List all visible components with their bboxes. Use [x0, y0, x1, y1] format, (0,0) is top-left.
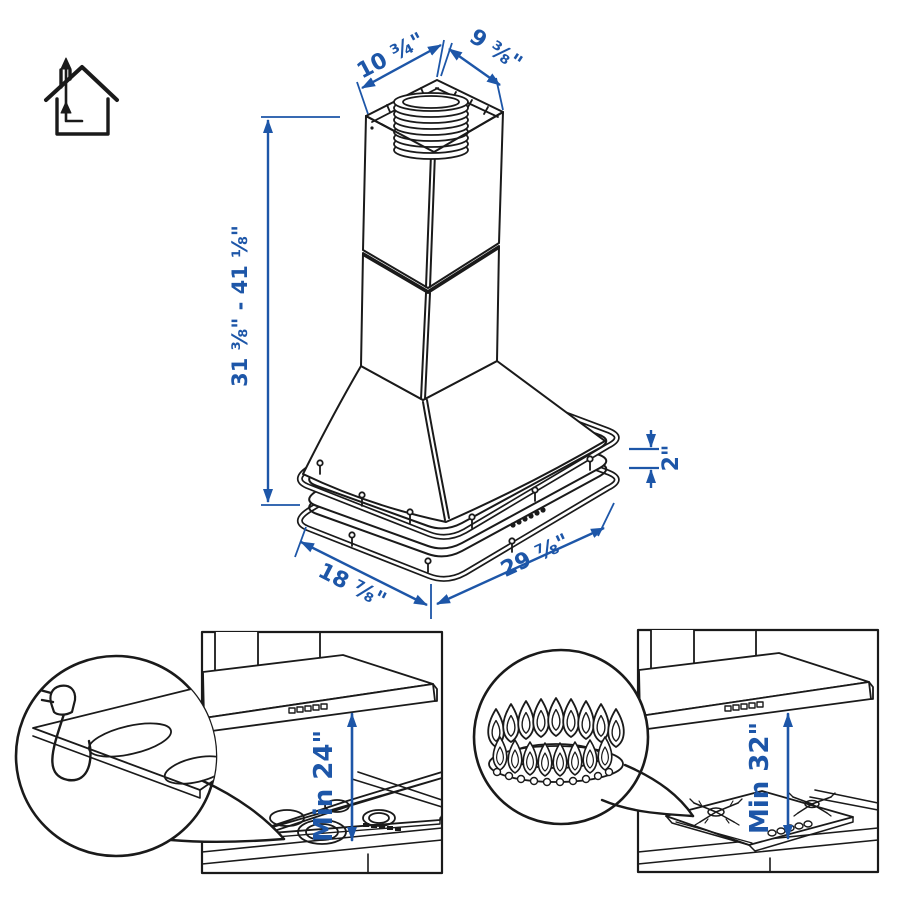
cooktop-controls [363, 823, 401, 831]
electric-clearance-panel: Min 24" [14, 630, 444, 875]
range-hood-isometric-drawing [297, 79, 620, 582]
scene-hood-gas [638, 629, 874, 731]
dim-top-depth [440, 42, 504, 111]
magnifier-gas [472, 648, 695, 826]
dim-base-width [436, 502, 615, 606]
hood-control-buttons [510, 507, 546, 528]
gas-clearance-panel: Min 32" [472, 628, 880, 874]
dim-top-width [356, 39, 445, 115]
dim-label-top-width: 10 ¾" [353, 28, 429, 84]
clearance-gas: Min 32" [745, 712, 793, 840]
gas-burner-flames-detail [487, 697, 625, 787]
dim-label-base-width: 29 ⅞" [497, 529, 573, 582]
dim-label-base-rim-height: 2" [659, 445, 684, 472]
clearance-label-gas: Min 32" [745, 722, 775, 834]
scene-hood-buttons [724, 701, 764, 712]
chimney-lower-section [360, 245, 500, 401]
house-vent-icon [44, 57, 119, 136]
dim-label-top-depth: 9 ⅜" [465, 24, 527, 76]
dim-label-height-range: 31 ⅜" - 41 ⅛" [228, 225, 252, 387]
scene-hood-electric [202, 631, 438, 733]
gas-grate-left [689, 798, 743, 826]
dim-base-depth [294, 526, 432, 619]
duct-outlet [393, 92, 469, 160]
power-plug-icon [38, 684, 92, 782]
clearance-label-electric: Min 24" [309, 730, 339, 842]
hood-canopy [302, 360, 606, 523]
dim-base-rim-height [629, 430, 659, 488]
chimney-top-and-duct [365, 79, 504, 160]
clearance-electric: Min 24" [309, 712, 357, 842]
dim-height-range [261, 116, 340, 506]
scene-hood-buttons [288, 703, 328, 714]
